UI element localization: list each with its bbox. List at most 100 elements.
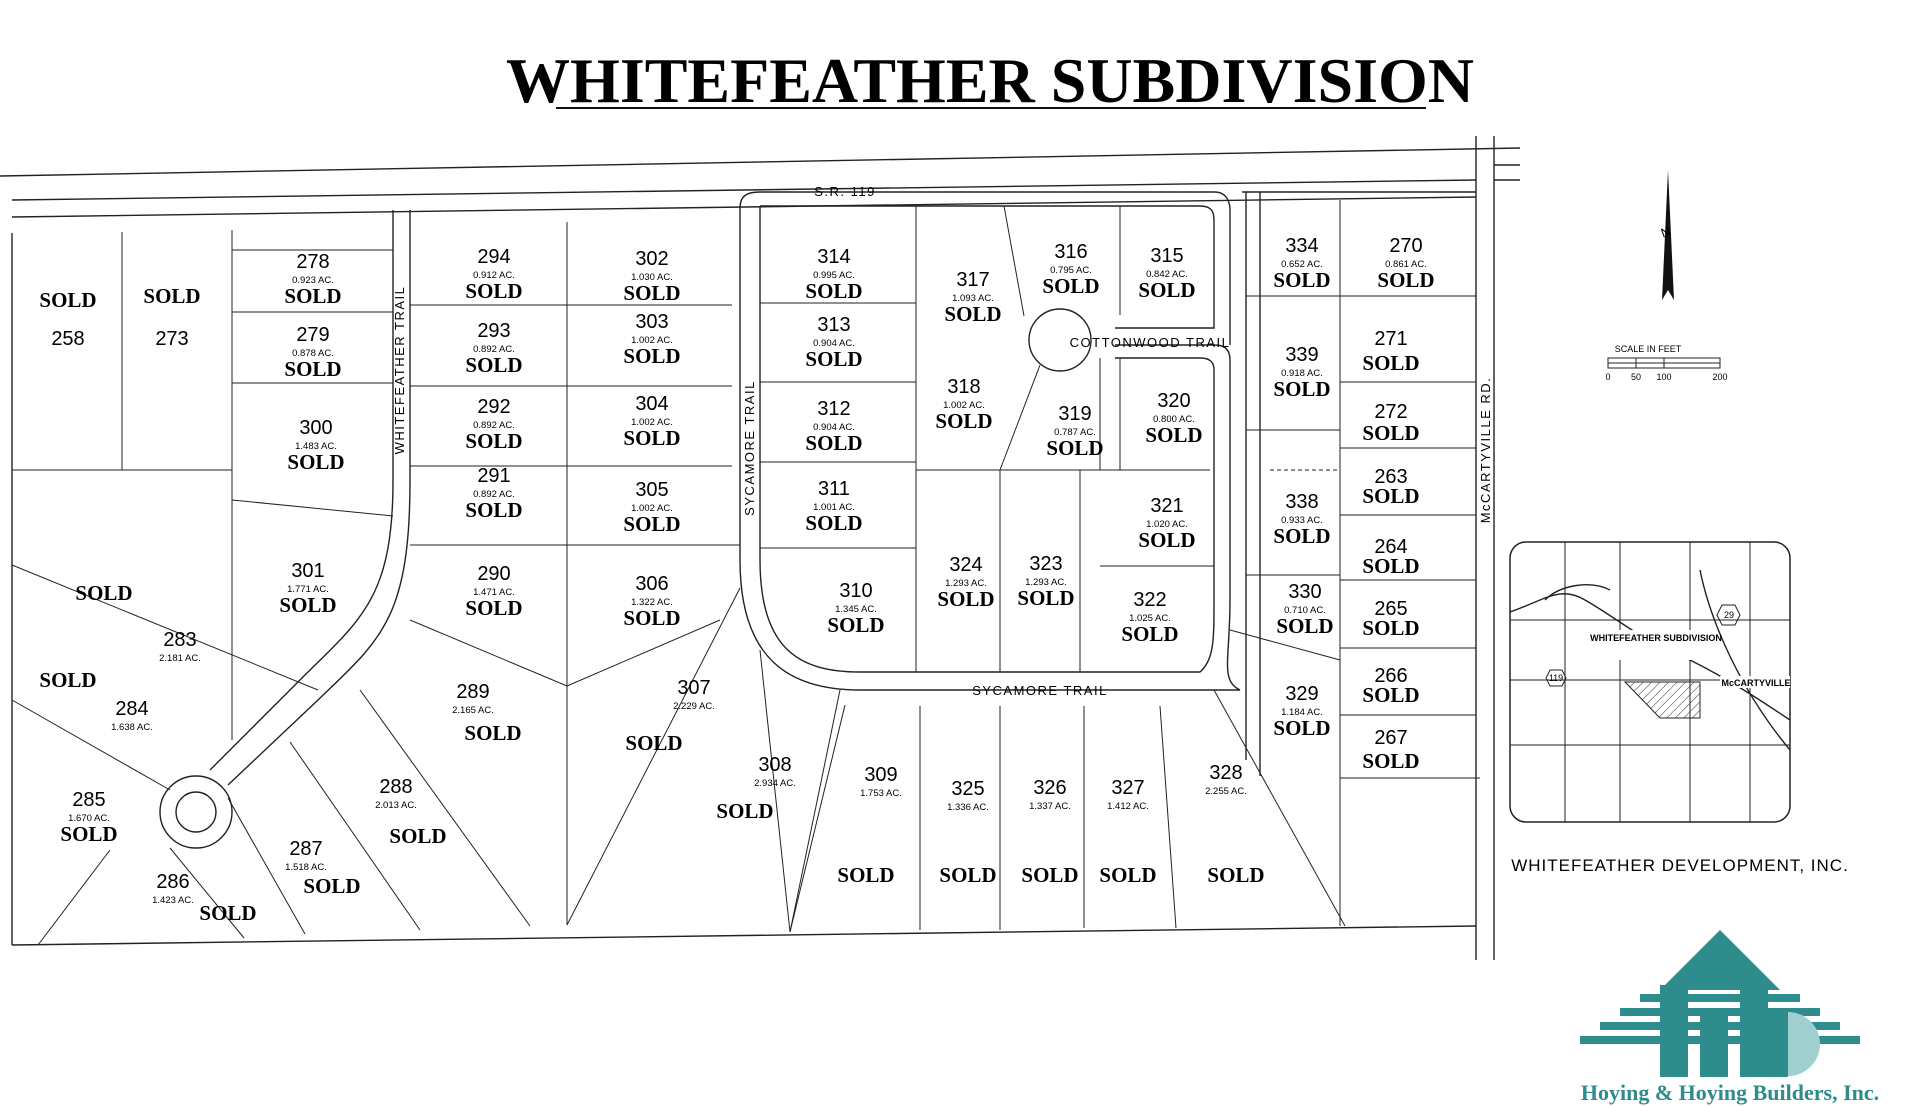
lot-acreage: 1.483 AC. [295, 441, 337, 452]
lot-number: 301 [291, 560, 324, 582]
lot-sold-label: SOLD [1046, 436, 1103, 460]
lot-acreage: 1.020 AC. [1146, 519, 1188, 530]
lot-sold-label: SOLD [1207, 863, 1264, 887]
lot-sold-label: SOLD [937, 587, 994, 611]
lot-acreage: 1.001 AC. [813, 502, 855, 513]
lot-sold-label: SOLD [1362, 421, 1419, 445]
lot-number: 304 [635, 393, 668, 415]
lot-number: 293 [477, 320, 510, 342]
lot-sold-label: SOLD [625, 731, 682, 755]
lot-sold-label: SOLD [939, 863, 996, 887]
lot-number: 279 [296, 324, 329, 346]
lot-number: 289 [456, 681, 489, 703]
lot-acreage: 1.002 AC. [631, 417, 673, 428]
lot-sold-label: SOLD [1362, 616, 1419, 640]
lot-acreage: 0.933 AC. [1281, 515, 1323, 526]
lot-sold-label: SOLD [464, 721, 521, 745]
lot-number: 319 [1058, 403, 1091, 425]
lot-number: 314 [817, 246, 850, 268]
road-label-sycamore-trail-south: SYCAMORE TRAIL [972, 683, 1108, 698]
lot-number: 321 [1150, 495, 1183, 517]
lot-number: 327 [1111, 777, 1144, 799]
road-label-sr-119: S.R. 119 [814, 184, 876, 199]
lot-acreage: 0.787 AC. [1054, 427, 1096, 438]
lot-acreage: 1.471 AC. [473, 587, 515, 598]
lot-sold-label: SOLD [1362, 683, 1419, 707]
lot-number: 323 [1029, 553, 1062, 575]
lot-number: 263 [1374, 466, 1407, 488]
lot-sold-label: SOLD [837, 863, 894, 887]
lot-sold-label: SOLD [716, 799, 773, 823]
lot-sold-label: SOLD [39, 668, 96, 692]
lot-sold-label: SOLD [1273, 716, 1330, 740]
lot-acreage: 2.229 AC. [673, 701, 715, 712]
lot-number: 294 [477, 246, 510, 268]
lot-acreage: 0.800 AC. [1153, 414, 1195, 425]
lot-sold-label: SOLD [287, 450, 344, 474]
lot-sold-label: SOLD [279, 593, 336, 617]
lot-number: 291 [477, 465, 510, 487]
lot-number: 266 [1374, 665, 1407, 687]
lot-acreage: 0.995 AC. [813, 270, 855, 281]
lot-number: 306 [635, 573, 668, 595]
lot-number: 264 [1374, 536, 1407, 558]
lot-sold-label: SOLD [805, 279, 862, 303]
scale-tick-200: 200 [1712, 372, 1727, 382]
lot-sold-label: SOLD [465, 429, 522, 453]
lot-acreage: 0.923 AC. [292, 275, 334, 286]
lot-number: 334 [1285, 235, 1318, 257]
lot-number: 308 [758, 754, 791, 776]
lot-sold-label: SOLD [465, 596, 522, 620]
lot-acreage: 1.638 AC. [111, 722, 153, 733]
lot-sold-label: SOLD [199, 901, 256, 925]
lot-acreage: 0.918 AC. [1281, 368, 1323, 379]
lot-sold-label: SOLD [1273, 524, 1330, 548]
lot-sold-label: SOLD [1362, 554, 1419, 578]
lot-314: 314 0.995 AC.SOLD [805, 246, 862, 303]
lot-acreage: 1.184 AC. [1281, 707, 1323, 718]
lot-sold-label: SOLD [1138, 278, 1195, 302]
lot-sold-label: SOLD [1121, 622, 1178, 646]
lot-number: 316 [1054, 241, 1087, 263]
lot-sold-label: SOLD [1362, 749, 1419, 773]
lot-number: 258 [51, 328, 84, 350]
road-label-sycamore-trail-vertical: SYCAMORE TRAIL [742, 380, 757, 516]
road-label-cottonwood-trail: COTTONWOOD TRAIL [1070, 335, 1231, 350]
lot-number: 309 [864, 764, 897, 786]
lot-acreage: 1.423 AC. [152, 895, 194, 906]
road-network [0, 136, 1521, 960]
company-name: Hoying & Hoying Builders, Inc. [1581, 1080, 1879, 1105]
lot-number: 283 [163, 629, 196, 651]
lot-acreage: 0.710 AC. [1284, 605, 1326, 616]
lot-sold-label: SOLD [1021, 863, 1078, 887]
lot-acreage: 1.002 AC. [631, 335, 673, 346]
lot-number: 339 [1285, 344, 1318, 366]
lot-sold-label: SOLD [1276, 614, 1333, 638]
inset-route-29: 29 [1724, 610, 1734, 620]
lot-sold-label: SOLD [143, 284, 200, 308]
